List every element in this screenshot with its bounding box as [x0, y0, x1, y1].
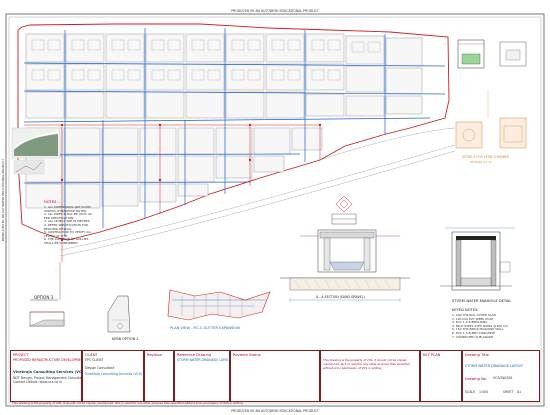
- option2-title: KERB OPTION 2: [112, 337, 138, 341]
- title-block-drawing-title: Drawing Title STORM WATER DRAINAGE LAYOU…: [462, 350, 540, 402]
- site-perspective-image: [11, 127, 61, 175]
- note-item: 3. ALL LEVELS ARE IN METRES.: [44, 219, 91, 224]
- project-label: PROJECT: [13, 353, 29, 357]
- side-banner: PRODUCED BY AN AUTODESK EDUCATIONAL PROD…: [1, 159, 5, 242]
- road-edges: [59, 127, 456, 257]
- drawing-no: VCS/SW/001: [493, 376, 513, 380]
- plot-grid-lower: [25, 127, 323, 209]
- kerb-chamber-details: [455, 39, 527, 149]
- keyed-note-item: 1. 200 THK RCC COVER SLAB: [452, 313, 496, 317]
- bottom-banner: PRODUCED BY AN AUTODESK EDUCATIONAL PROD…: [231, 409, 319, 413]
- keyed-note-item: 2. 100 DIA PVC WEEP HOLE: [452, 316, 494, 321]
- gutter-plan-view: [167, 289, 271, 321]
- kerb-option3-detail: [29, 311, 65, 327]
- notes-field: This drawing is the property of VCS. It …: [323, 358, 410, 370]
- reference-label: Reference Drawing: [177, 353, 212, 357]
- manhole-section: [300, 195, 400, 273]
- keyed-notes-list: 1. 200 THK RCC COVER SLAB 2. 100 DIA PVC…: [452, 313, 532, 339]
- design-consultant-value: Vivekraja Consulting Services (VCS): [85, 372, 143, 376]
- chamber-subtitle: DETAILS AT 'A': [470, 160, 492, 164]
- title-block-client: CLIENT EPC CLIENT Design Consultant Vive…: [82, 350, 144, 402]
- kerb-option2-detail: [107, 295, 131, 333]
- drawing-no-label: Drawing No.: [465, 377, 488, 381]
- revision-status-label: Revision Status: [233, 353, 261, 357]
- drawing-title-label: Drawing Title: [465, 353, 489, 357]
- manholes: [60, 123, 322, 242]
- reference-value: STORM WATER DRAINAGE LAYOUT: [177, 358, 232, 362]
- company-line: Contact Details: www.vcs.co.in: [13, 380, 62, 384]
- scale-value: 1:500: [479, 390, 489, 394]
- note-item: 4. REFER SPECIFICATION FOR BEDDING DETAI…: [44, 222, 89, 231]
- keyed-note-item: 4. MILD STEEL STEP IRONS @300 C/C: [452, 323, 509, 328]
- sheet-label: SHEET: [503, 390, 514, 394]
- option3-title: OPTION 3: [34, 295, 54, 300]
- dimension-lines: [289, 227, 515, 302]
- keyed-note-item: 5. 150 THK BRICK MASONRY WALL: [452, 327, 504, 332]
- plot-grid-upper: [25, 33, 423, 119]
- keyed-note-item: 6. PCC 1:4:8 BED CONCRETE: [452, 330, 496, 335]
- drain-lines: [23, 28, 446, 236]
- title-block-reference: Reference Drawing STORM WATER DRAINAGE L…: [174, 350, 232, 402]
- note-item: 6. THE LOCATION OF GULLIES SHALL BE CONF…: [44, 237, 89, 245]
- site-boundary: [17, 23, 450, 241]
- manhole-title: STORM WATER MANHOLE DETAIL: [452, 299, 511, 303]
- section-title: A - A SECTION (SAND GRAVEL): [316, 295, 365, 299]
- title-block-key-plan: KEY PLAN: [420, 350, 462, 402]
- building-outlines: [31, 39, 381, 81]
- design-consultant-label: Design Consultant: [85, 366, 115, 370]
- sheet-value: A1: [517, 390, 522, 394]
- keyed-notes-heading: KEYED NOTES:: [452, 308, 479, 312]
- keyed-note-item: 7. COMPACTED SUB GRADE: [452, 334, 494, 339]
- company-line: NDT Design, Project Management Consultan…: [13, 376, 109, 380]
- revision-label: Revision: [147, 353, 163, 357]
- client-name: EPC CLIENT: [85, 358, 104, 362]
- note-item: 5. CONTRACTOR TO VERIFY ALL LEVELS AT SI…: [44, 230, 92, 238]
- client-label: CLIENT: [85, 353, 98, 357]
- title-block-revision: Revision: [144, 350, 174, 402]
- chamber-title: DETAILS FOR KERB CHAMBER: [462, 155, 510, 159]
- scale-label: SCALE: [465, 390, 476, 394]
- section-aa: [280, 277, 410, 291]
- project-name: PROPOSED INFRASTRUCTURE DEVELOPMENT: [13, 358, 86, 362]
- plan-view-title: PLAN VIEW - P.C.C GUTTER EXPANSION: [170, 326, 240, 330]
- storm-manhole-detail: [440, 231, 512, 291]
- company-name: Vivekraja Consulting Services (VCS): [13, 370, 86, 374]
- note-item: 2. ALL PIPES SHALL BE UPVC AS PER SPECIF…: [44, 212, 92, 220]
- disclaimer: This drawing is the property of VCS. It …: [12, 401, 244, 405]
- notes-heading: NOTES :-: [44, 200, 60, 204]
- title-block-notes: This drawing is the property of VCS. It …: [320, 350, 420, 402]
- keyed-note-item: 3. PCC 1:2:4 BENCHING: [452, 320, 488, 325]
- top-banner: PRODUCED BY AN AUTODESK EDUCATIONAL PROD…: [231, 9, 319, 13]
- notes-list: 1. ALL DIMENSIONS ARE IN MM UNLESS OTHER…: [44, 205, 98, 246]
- sheet-border: [5, 13, 545, 407]
- title-block-revision-status: Revision Status: [230, 350, 320, 402]
- title-block-project: PROJECT PROPOSED INFRASTRUCTURE DEVELOPM…: [10, 350, 109, 402]
- note-item: 1. ALL DIMENSIONS ARE IN MM UNLESS OTHER…: [44, 205, 91, 213]
- drawing-title: STORM WATER DRAINAGE LAYOUT: [465, 364, 524, 368]
- title-block: PROJECT PROPOSED INFRASTRUCTURE DEVELOPM…: [10, 350, 540, 402]
- key-plan-label: KEY PLAN: [423, 353, 441, 357]
